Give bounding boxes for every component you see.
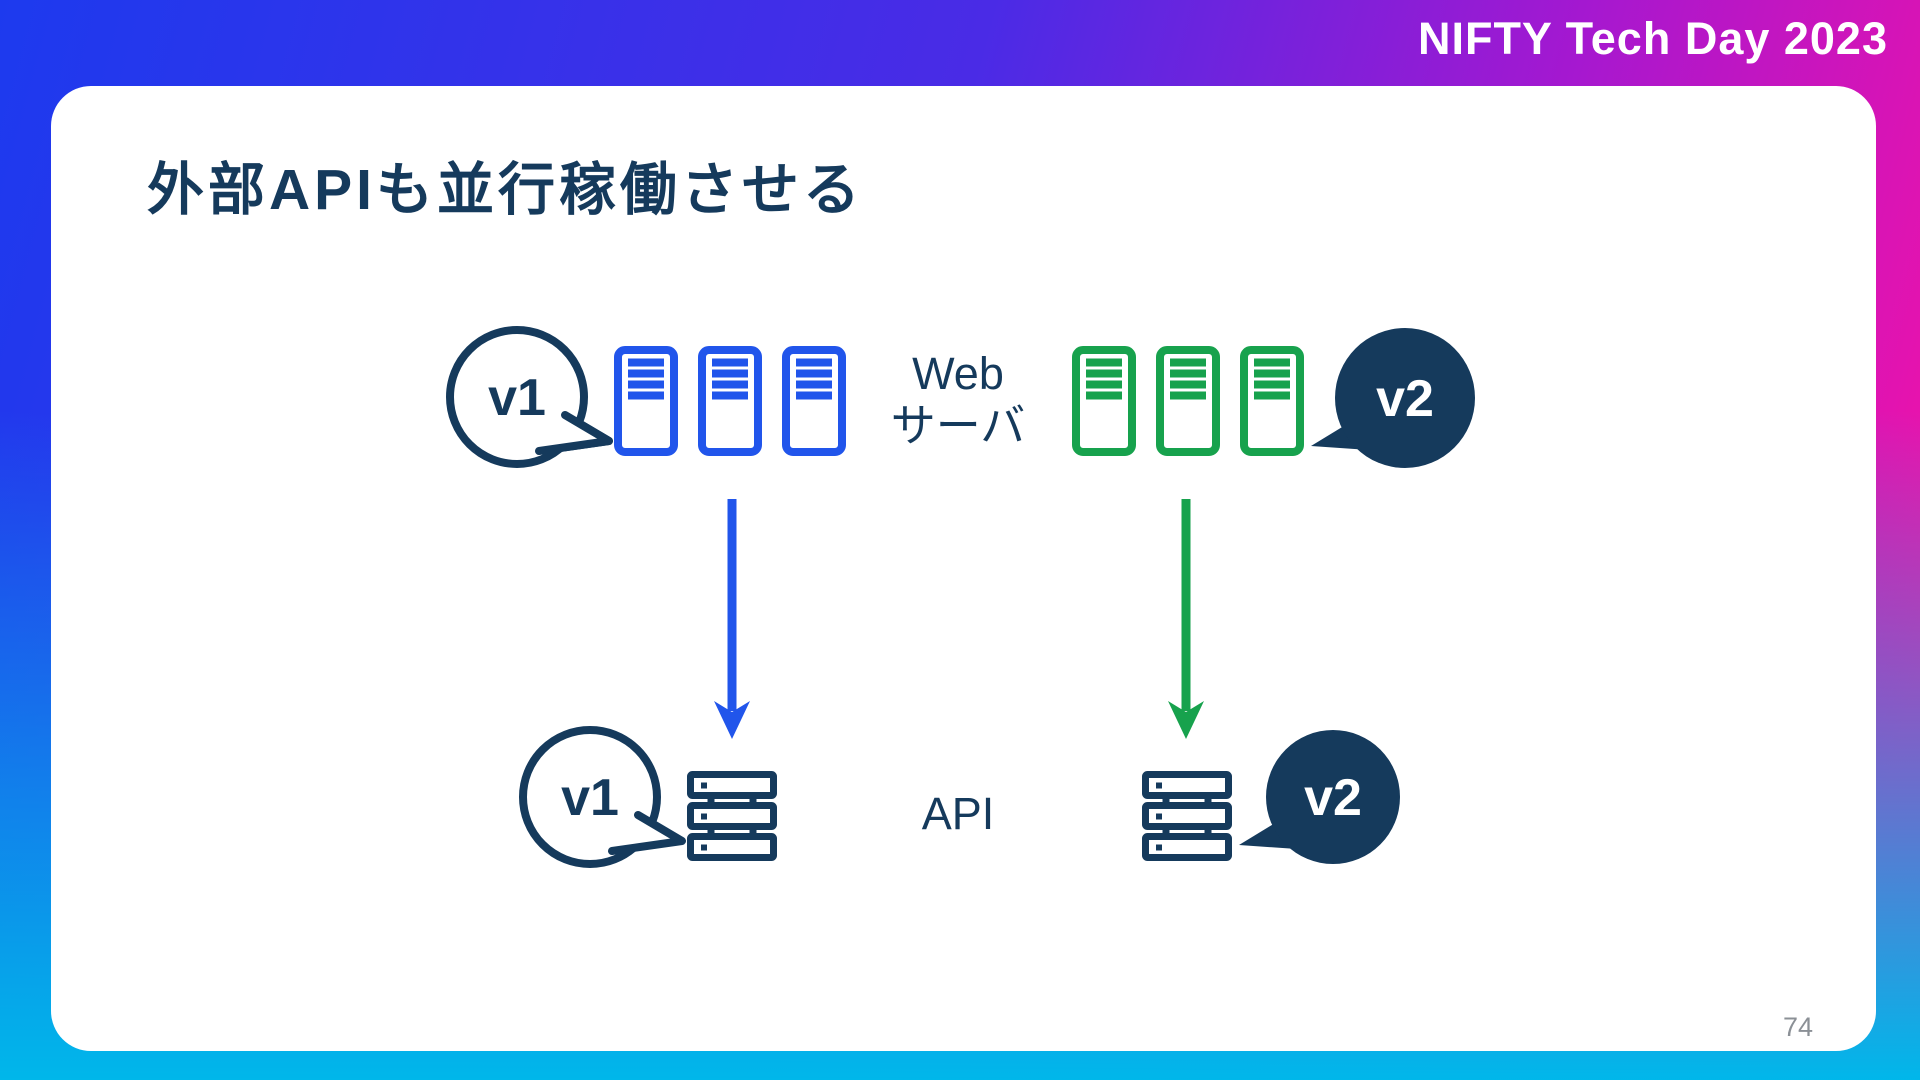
speech-bubble-tail <box>608 811 686 855</box>
v1-api-badge: v1 <box>519 726 686 868</box>
speech-bubble-circle <box>1266 730 1400 864</box>
v1-badge-label: v1 <box>488 369 546 427</box>
speech-bubble-circle <box>1335 328 1475 468</box>
v1-web-badge: v1 <box>446 326 613 468</box>
v2-api-badge: v2 <box>1239 730 1400 864</box>
v2-badge-label: v2 <box>1304 769 1362 827</box>
web-server-icon <box>614 346 678 456</box>
web-tier-label: Web サーバ <box>858 348 1058 452</box>
web-server-icon <box>1240 346 1304 456</box>
v1-badge-label: v1 <box>561 769 619 827</box>
api-server-icon <box>1142 771 1232 861</box>
api-server-icon <box>687 771 777 861</box>
v1-flow-arrow-down-icon <box>714 499 750 739</box>
web-server-icon <box>1072 346 1136 456</box>
speech-bubble-circle <box>446 326 588 468</box>
slide-card: 外部APIも並行稼働させる v1 <box>51 86 1876 1051</box>
speech-bubble-circle <box>519 726 661 868</box>
event-logo: NIFTY Tech Day 2023 <box>1417 13 1888 64</box>
web-tier-label-line1: Web <box>912 348 1004 399</box>
v2-web-badge: v2 <box>1311 328 1475 468</box>
web-tier-label-line2: サーバ <box>890 400 1026 451</box>
slide-title: 外部APIも並行稼働させる <box>147 158 864 222</box>
api-tier-label: API <box>921 788 995 839</box>
v2-badge-label: v2 <box>1376 370 1434 428</box>
v2-flow-arrow-down-icon <box>1168 499 1204 739</box>
web-server-icon <box>698 346 762 456</box>
speech-bubble-tail <box>535 411 613 455</box>
page-number: 74 <box>1782 1012 1813 1042</box>
web-server-icon <box>782 346 846 456</box>
web-server-icon <box>1156 346 1220 456</box>
